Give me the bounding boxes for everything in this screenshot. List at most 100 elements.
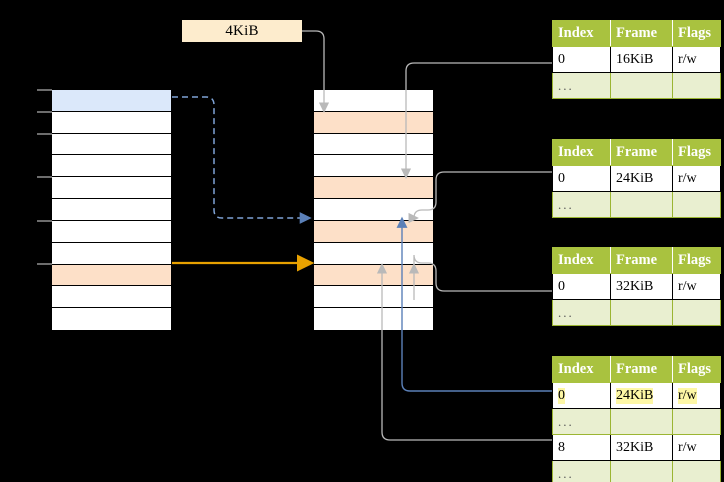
page-table-level-2-cell-text: 0	[558, 170, 565, 186]
page-table-level-1-cell: ...	[552, 72, 611, 99]
page-table-level-4-header-flags: Flags	[672, 356, 721, 383]
page-table-level-4-cell	[610, 460, 673, 482]
virtual-page-row	[52, 286, 171, 309]
page-table-level-4-cell	[672, 408, 721, 435]
page-table-level-2-cell-text: r/w	[678, 170, 697, 186]
physical-frame-row	[314, 155, 433, 178]
page-table-level-2-cell	[672, 191, 721, 218]
page-table-level-2-cell: r/w	[672, 165, 721, 192]
page-table-level-2-cell: 24KiB	[610, 165, 673, 192]
address-tick	[37, 263, 52, 265]
page-table-level-3-header-flags: Flags	[672, 247, 721, 274]
page-table-level-2-header-index: Index	[552, 139, 611, 166]
virtual-address-space-table	[51, 89, 172, 330]
page-table-level-1-row: ...	[552, 72, 721, 99]
page-table-level-1-header-frame: Frame	[610, 20, 673, 47]
page-table-level-3-cell-text: 32KiB	[616, 278, 654, 294]
page-table-level-1-cell: 0	[552, 46, 611, 73]
page-table-level-3-cell-text: r/w	[678, 278, 697, 294]
physical-frame-row	[314, 242, 433, 265]
page-table-level-3-cell: r/w	[672, 273, 721, 300]
wire-pt3-elbow	[413, 254, 552, 292]
virtual-page-row	[52, 199, 171, 221]
page-table-level-4-cell: r/w	[672, 382, 721, 409]
page-table-level-4-cell: ...	[552, 460, 611, 482]
page-table-level-4-cell-text: 32KiB	[616, 439, 654, 455]
page-table-level-4-cell-text: 24KiB	[616, 387, 654, 404]
virtual-page-row	[52, 90, 171, 112]
page-table-level-1-cell: r/w	[672, 46, 721, 73]
page-table-level-1-cell-text: 0	[558, 51, 565, 67]
page-table-level-1-cell-text: 16KiB	[616, 51, 654, 67]
physical-frame-row	[314, 111, 433, 134]
page-table-level-3-cell	[672, 299, 721, 326]
virtual-page-row	[52, 264, 171, 287]
address-tick	[37, 89, 52, 91]
page-table-level-4-cell-text: r/w	[678, 387, 697, 404]
page-table-level-2-row: ...	[552, 191, 721, 218]
page-table-level-4-cell: ...	[552, 408, 611, 435]
page-table-level-3-header-frame: Frame	[610, 247, 673, 274]
page-table-level-4-row: 8 32KiB r/w	[552, 434, 721, 461]
page-table-level-4-cell	[610, 408, 673, 435]
virtual-page-row	[52, 220, 171, 243]
address-tick	[37, 133, 52, 135]
page-table-level-4-row: ...	[552, 460, 721, 482]
page-table-level-2-cell-text: ...	[558, 196, 574, 212]
page-table-level-2-header-frame: Frame	[610, 139, 673, 166]
page-table-level-4-cell: 8	[552, 434, 611, 461]
page-table-level-1-header-flags: Flags	[672, 20, 721, 47]
address-tick	[37, 111, 52, 113]
page-table-level-3-row: ...	[552, 299, 721, 326]
page-table-level-2-cell: ...	[552, 191, 611, 218]
page-table-level-4-cell-text: ...	[558, 465, 574, 481]
page-table-level-4-header-index: Index	[552, 356, 611, 383]
page-table-level-4-cell-text: ...	[558, 413, 574, 429]
page-table-level-4-cell-text: r/w	[678, 439, 697, 455]
page-table-level-1-cell-text: ...	[558, 77, 574, 93]
virtual-page-row	[52, 177, 171, 200]
virtual-page-row	[52, 155, 171, 178]
page-table-level-4-cell	[672, 460, 721, 482]
virtual-page-row	[52, 111, 171, 134]
page-table-level-3-header-index: Index	[552, 247, 611, 274]
virtual-page-row	[52, 308, 171, 330]
page-table-level-4-header-frame: Frame	[610, 356, 673, 383]
virtual-page-row	[52, 242, 171, 265]
page-table-level-4-cell: 32KiB	[610, 434, 673, 461]
page-table-level-2-cell: 0	[552, 165, 611, 192]
physical-memory-table	[313, 89, 434, 330]
address-tick	[37, 220, 52, 222]
physical-frame-row	[314, 308, 433, 330]
wire-pt2-to-mem	[408, 171, 552, 223]
page-table-level-1-cell: 16KiB	[610, 46, 673, 73]
page-table-level-2-cell-text: 24KiB	[616, 170, 654, 186]
page-table-level-4-cell: r/w	[672, 434, 721, 461]
page-table-level-4-cell-text: 8	[558, 439, 565, 455]
physical-frame-row	[314, 177, 433, 200]
page-table-level-4-row: 0 24KiB r/w	[552, 382, 721, 409]
page-table-level-1-cell	[610, 72, 673, 99]
page-table-level-3-cell	[610, 299, 673, 326]
page-table-level-4-cell-text: 0	[558, 387, 565, 404]
page-table-level-3-row: 0 32KiB r/w	[552, 273, 721, 300]
page-table-level-1-header-index: Index	[552, 20, 611, 47]
page-size-label: 4KiB	[182, 20, 302, 42]
physical-frame-row	[314, 286, 433, 309]
page-table-level-1-row: 0 16KiB r/w	[552, 46, 721, 73]
page-table-level-2-row: 0 24KiB r/w	[552, 165, 721, 192]
page-table-level-4-cell: 24KiB	[610, 382, 673, 409]
page-table-level-3-cell-text: ...	[558, 304, 574, 320]
address-tick	[37, 176, 52, 178]
page-table-level-2-cell	[610, 191, 673, 218]
physical-frame-row	[314, 90, 433, 112]
page-table-level-4-row: ...	[552, 408, 721, 435]
virtual-page-row	[52, 133, 171, 156]
page-table-level-3-cell-text: 0	[558, 278, 565, 294]
page-table-level-4-cell: 0	[552, 382, 611, 409]
physical-frame-row	[314, 199, 433, 221]
